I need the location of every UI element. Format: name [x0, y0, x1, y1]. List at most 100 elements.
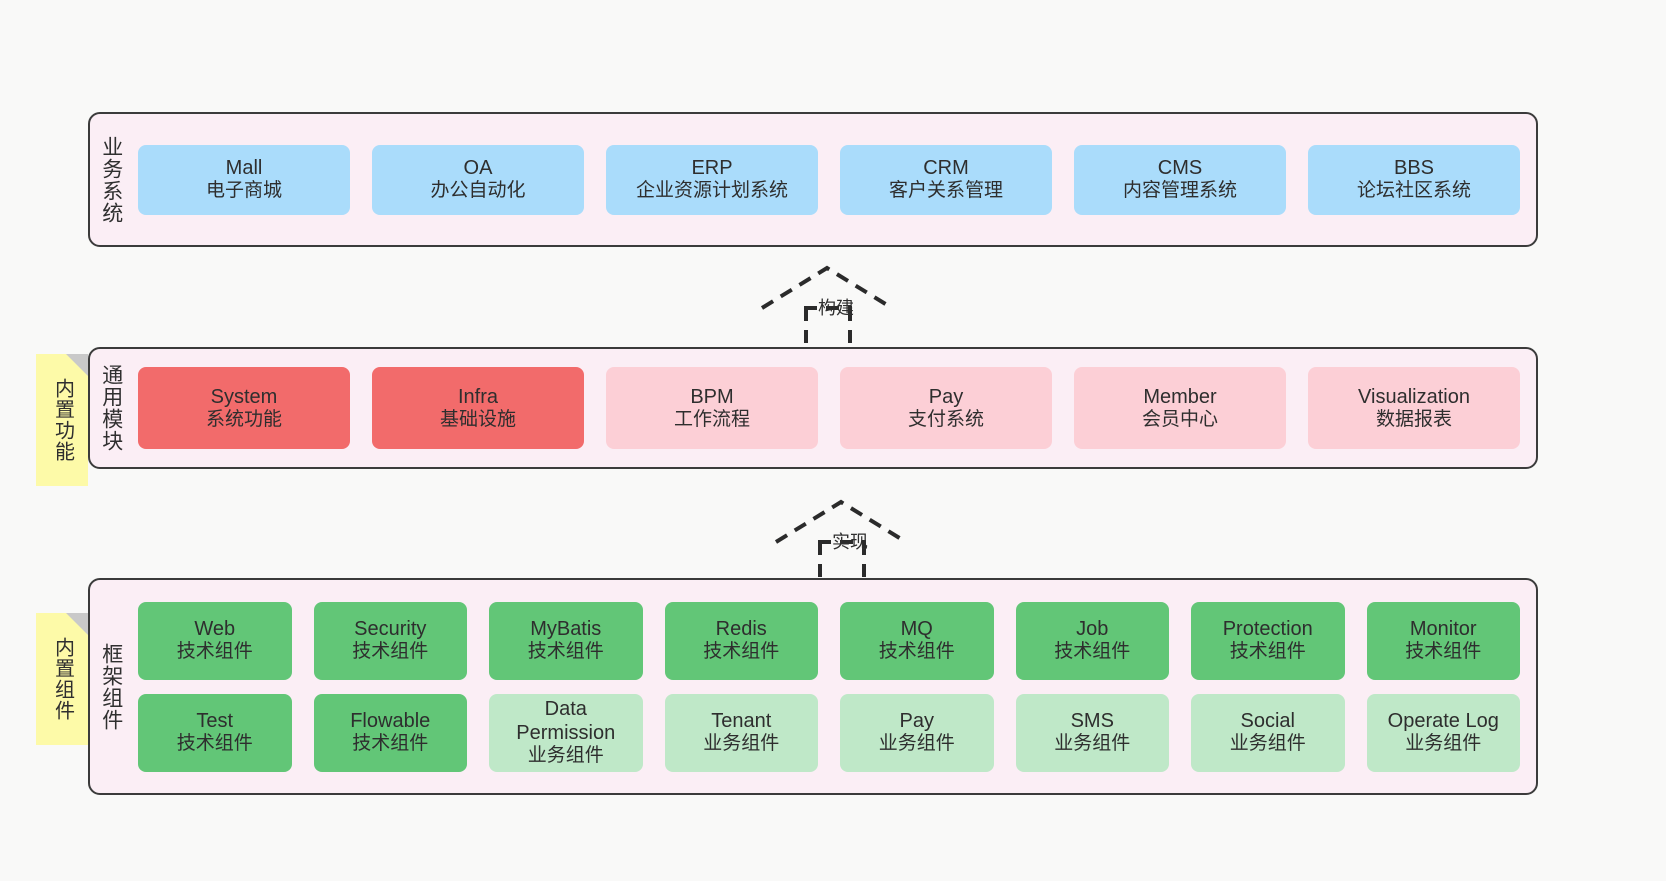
component-card-desc: 技术组件 — [352, 733, 429, 755]
business-card-name: ERP — [691, 157, 733, 180]
module-card-name: Pay — [928, 385, 964, 408]
component-card-desc: 业务组件 — [878, 733, 955, 755]
module-card-pay[interactable]: Pay 支付系统 — [840, 367, 1052, 449]
layer-title-business-system: 业务系统 — [99, 135, 123, 224]
component-card-name: Flowable — [350, 710, 431, 733]
component-card-name: SMS — [1070, 710, 1114, 733]
component-card-name: Tenant — [711, 710, 772, 733]
component-card-name: Security — [354, 618, 427, 641]
module-card-visualization[interactable]: Visualization 数据报表 — [1308, 367, 1520, 449]
module-card-desc: 会员中心 — [1141, 408, 1218, 430]
component-card-name: Monitor — [1409, 618, 1477, 641]
component-card-pay[interactable]: Pay 业务组件 — [840, 693, 994, 772]
module-card-desc: 数据报表 — [1375, 408, 1452, 430]
component-card-desc: 技术组件 — [1054, 641, 1131, 663]
component-card-desc: 业务组件 — [1405, 733, 1482, 755]
note-builtin-function-label: 内置功能 — [51, 378, 74, 462]
module-card-infra[interactable]: Infra 基础设施 — [372, 367, 584, 449]
component-card-mq[interactable]: MQ 技术组件 — [840, 601, 994, 680]
component-card-security[interactable]: Security 技术组件 — [313, 601, 467, 680]
note-fold-corner-icon — [66, 354, 88, 376]
component-card-name: Protection — [1222, 618, 1313, 641]
component-card-test[interactable]: Test 技术组件 — [138, 693, 292, 772]
business-card-cms[interactable]: CMS 内容管理系统 — [1074, 144, 1286, 215]
component-card-name: Pay — [899, 710, 934, 733]
layer-body-framework-components: Web 技术组件 Security 技术组件 MyBatis 技术组件 Redi… — [132, 580, 1536, 793]
component-card-desc: 技术组件 — [176, 641, 253, 663]
business-card-oa[interactable]: OA 办公自动化 — [372, 144, 584, 215]
business-card-mall[interactable]: Mall 电子商城 — [138, 144, 350, 215]
layer-business-system: 业务系统 Mall 电子商城 OA 办公自动化 ERP 企业资源计划系统 CRM — [88, 112, 1538, 247]
connector-build: 构建 — [752, 258, 912, 350]
module-card-name: Member — [1143, 385, 1217, 408]
component-card-social[interactable]: Social 业务组件 — [1191, 693, 1345, 772]
module-card-name: BPM — [690, 385, 734, 408]
component-card-name: Redis — [715, 618, 767, 641]
module-card-desc: 基础设施 — [439, 408, 516, 430]
component-card-job[interactable]: Job 技术组件 — [1015, 601, 1169, 680]
layer-title-framework-components: 框架组件 — [99, 642, 123, 731]
component-card-desc: 技术组件 — [878, 641, 955, 663]
business-card-desc: 内容管理系统 — [1122, 180, 1237, 202]
connector-implement-arrow-icon — [774, 499, 908, 582]
module-card-system[interactable]: System 系统功能 — [138, 367, 350, 449]
business-card-name: CRM — [923, 157, 969, 180]
component-card-desc: 技术组件 — [352, 641, 429, 663]
note-builtin-component-label: 内置组件 — [51, 637, 74, 721]
framework-row-2: Test 技术组件 Flowable 技术组件 Data Permission … — [138, 693, 1520, 772]
module-card-member[interactable]: Member 会员中心 — [1074, 367, 1286, 449]
business-card-bbs[interactable]: BBS 论坛社区系统 — [1308, 144, 1520, 215]
business-card-crm[interactable]: CRM 客户关系管理 — [840, 144, 1052, 215]
connector-implement-label: 实现 — [832, 532, 868, 552]
component-card-mybatis[interactable]: MyBatis 技术组件 — [489, 601, 643, 680]
component-card-name: MQ — [900, 618, 933, 641]
component-card-protection[interactable]: Protection 技术组件 — [1191, 601, 1345, 680]
module-card-desc: 系统功能 — [205, 408, 282, 430]
component-card-desc: 业务组件 — [1054, 733, 1131, 755]
component-card-data-permission[interactable]: Data Permission 业务组件 — [489, 693, 643, 772]
module-card-name: System — [210, 385, 278, 408]
layer-title-common-modules: 通用模块 — [99, 364, 123, 452]
business-card-name: BBS — [1393, 157, 1435, 180]
business-card-erp[interactable]: ERP 企业资源计划系统 — [606, 144, 818, 215]
framework-row-1: Web 技术组件 Security 技术组件 MyBatis 技术组件 Redi… — [138, 601, 1520, 680]
connector-implement: 实现 — [766, 492, 926, 584]
component-card-monitor[interactable]: Monitor 技术组件 — [1366, 601, 1520, 680]
layer-framework-components: 框架组件 Web 技术组件 Security 技术组件 MyBatis 技术组件… — [88, 578, 1538, 795]
layer-common-modules: 通用模块 System 系统功能 Infra 基础设施 BPM 工作流程 Pay — [88, 347, 1538, 469]
business-system-row: Mall 电子商城 OA 办公自动化 ERP 企业资源计划系统 CRM 客户关系… — [138, 144, 1520, 215]
component-card-desc: 技术组件 — [527, 641, 604, 663]
component-card-operate-log[interactable]: Operate Log 业务组件 — [1366, 693, 1520, 772]
component-card-web[interactable]: Web 技术组件 — [138, 601, 292, 680]
connector-build-label: 构建 — [818, 298, 854, 318]
module-card-desc: 支付系统 — [907, 408, 984, 430]
module-card-name: Infra — [457, 385, 499, 408]
component-card-sms[interactable]: SMS 业务组件 — [1015, 693, 1169, 772]
layer-body-business-system: Mall 电子商城 OA 办公自动化 ERP 企业资源计划系统 CRM 客户关系… — [132, 114, 1536, 245]
component-card-desc: 业务组件 — [527, 745, 604, 767]
component-card-name: Operate Log — [1387, 710, 1499, 733]
component-card-name: Social — [1240, 710, 1295, 733]
module-card-desc: 工作流程 — [673, 408, 750, 430]
business-card-desc: 办公自动化 — [430, 180, 526, 202]
component-card-flowable[interactable]: Flowable 技术组件 — [313, 693, 467, 772]
component-card-name: Test — [196, 710, 234, 733]
business-card-name: CMS — [1157, 157, 1203, 180]
component-card-name: Web — [194, 618, 236, 641]
note-builtin-function: 内置功能 — [36, 354, 88, 486]
business-card-desc: 论坛社区系统 — [1356, 180, 1471, 202]
connector-build-arrow-icon — [760, 265, 894, 348]
business-card-name: OA — [463, 157, 493, 180]
component-card-name: MyBatis — [530, 618, 602, 641]
component-card-desc: 技术组件 — [176, 733, 253, 755]
business-card-name: Mall — [225, 157, 263, 180]
business-card-desc: 客户关系管理 — [888, 180, 1003, 202]
component-card-tenant[interactable]: Tenant 业务组件 — [664, 693, 818, 772]
module-card-name: Visualization — [1358, 385, 1470, 408]
module-card-bpm[interactable]: BPM 工作流程 — [606, 367, 818, 449]
component-card-desc: 技术组件 — [1229, 641, 1306, 663]
business-card-desc: 电子商城 — [205, 180, 282, 202]
component-card-redis[interactable]: Redis 技术组件 — [664, 601, 818, 680]
component-card-name: Job — [1076, 618, 1109, 641]
